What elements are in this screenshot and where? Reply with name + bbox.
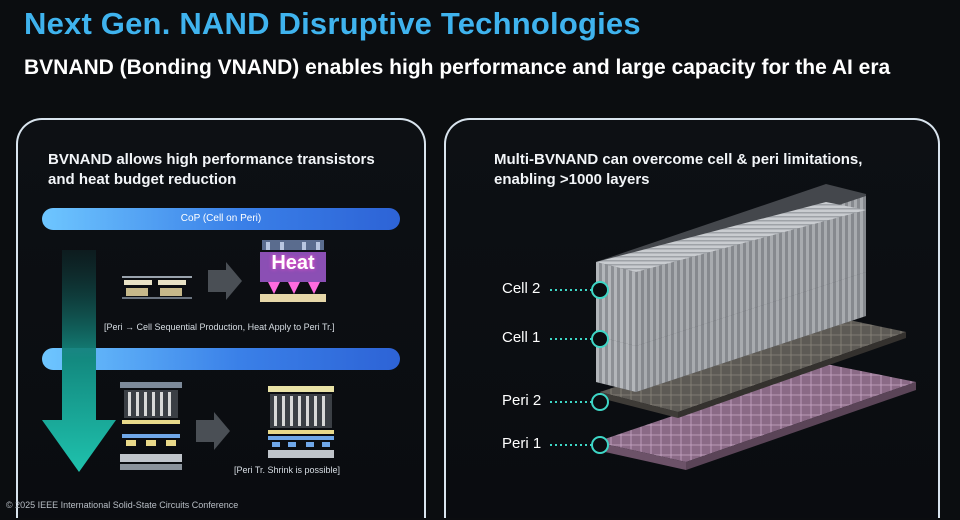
cell2-marker [550, 281, 609, 299]
shrink-caption: [Peri Tr. Shrink is possible] [234, 465, 341, 475]
peri2-marker [550, 393, 609, 411]
bonding-bar [42, 348, 400, 370]
cell1-marker [550, 330, 609, 348]
right-panel-heading: Multi-BVNAND can overcome cell & peri li… [494, 151, 863, 188]
peri2-label: Peri 2 [502, 392, 542, 409]
peri1-layer [596, 364, 916, 470]
cell1-label: Cell 1 [502, 329, 541, 346]
right-panel: Multi-BVNAND can overcome cell & peri li… [444, 118, 940, 518]
copyright-footer: © 2025 IEEE International Solid-State Ci… [6, 500, 239, 510]
peri1-marker [550, 436, 609, 454]
left-panel-heading: BVNAND allows high performance transisto… [48, 151, 375, 188]
cell2-label: Cell 2 [502, 280, 541, 297]
cell2-block [596, 184, 866, 346]
bvnand-chip-bonded-icon [268, 386, 334, 458]
step-arrow-2-icon [196, 412, 230, 450]
heat-label: Heat [271, 252, 315, 274]
cop-chip-before-icon [122, 276, 192, 299]
page-subtitle: BVNAND (Bonding VNAND) enables high perf… [24, 56, 891, 79]
page-title: Next Gen. NAND Disruptive Technologies [24, 6, 641, 41]
step-arrow-1-icon [208, 262, 242, 300]
heat-chip: Heat [258, 238, 328, 304]
multi-bvnand-stack-diagram [550, 184, 916, 470]
peri2-layer [600, 316, 906, 418]
left-panel: BVNAND allows high performance transisto… [16, 118, 426, 518]
cop-bar: CoP (Cell on Peri) [42, 208, 400, 230]
cop-caption: [Peri → Cell Sequential Production, Heat… [104, 322, 335, 332]
heat-chip-graphic-icon [260, 240, 326, 302]
peri1-label: Peri 1 [502, 435, 542, 452]
bvnand-chip-split-icon [120, 382, 182, 470]
process-down-arrow-icon [42, 250, 116, 472]
